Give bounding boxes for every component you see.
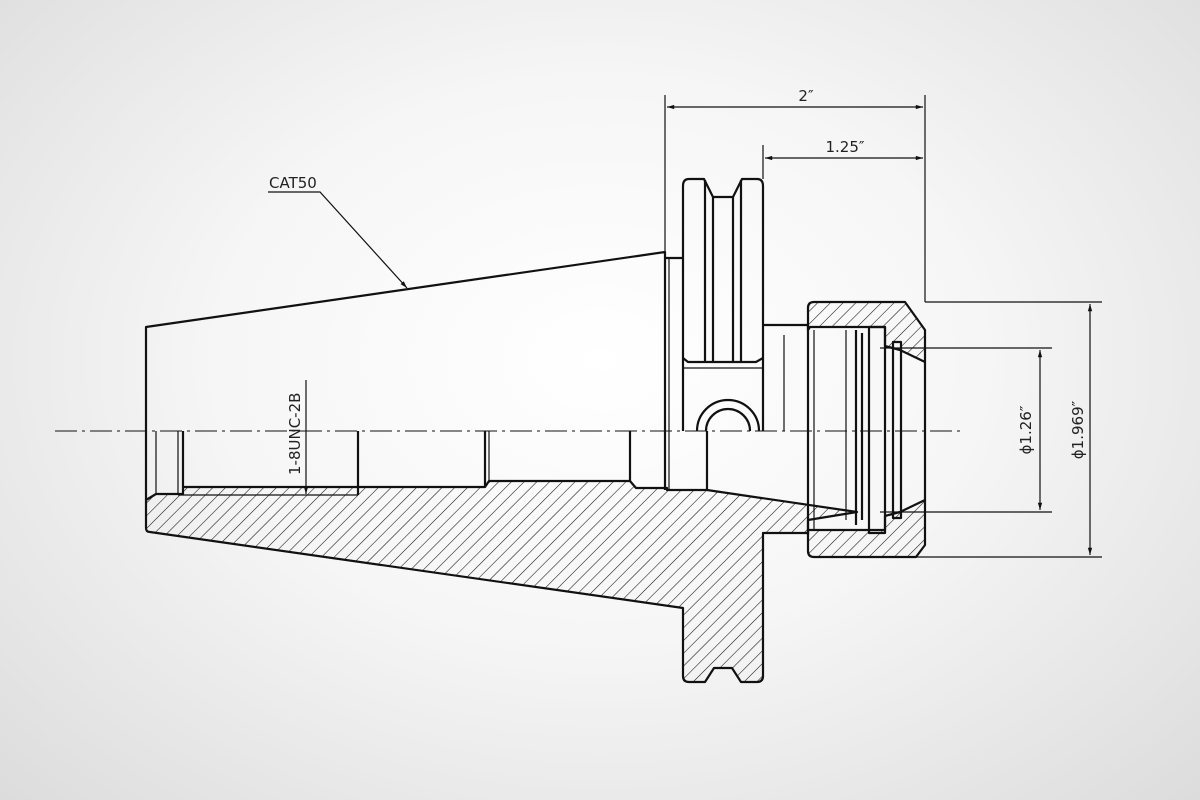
nut-top-section bbox=[806, 300, 927, 364]
body-section bbox=[144, 479, 859, 684]
cat50-label: CAT50 bbox=[269, 174, 317, 192]
taper-upper-outline bbox=[144, 250, 667, 500]
thread-label: 1-8UNC-2B bbox=[286, 393, 304, 475]
flange-groove-lines bbox=[682, 180, 764, 369]
dim-2in-label: 2″ bbox=[798, 87, 814, 105]
dimension-nut-length: 1.25″ bbox=[762, 138, 923, 179]
dim-outer-diameter-label: ϕ1.969″ bbox=[1069, 400, 1087, 459]
dimension-inner-diameter: ϕ1.26″ bbox=[880, 347, 1052, 513]
cat50-leader: CAT50 bbox=[268, 174, 408, 289]
bore-lines bbox=[155, 431, 709, 496]
flange-upper bbox=[681, 177, 808, 431]
dimension-outer-diameter: ϕ1.969″ bbox=[912, 301, 1102, 558]
drive-key-slot bbox=[695, 398, 761, 432]
dimension-overall-length: 2″ bbox=[664, 87, 926, 302]
dim-1-25in-label: 1.25″ bbox=[825, 138, 864, 156]
dim-inner-diameter-label: ϕ1.26″ bbox=[1017, 405, 1035, 454]
collet-nut bbox=[806, 325, 927, 535]
thread-leader: 1-8UNC-2B bbox=[286, 380, 309, 494]
